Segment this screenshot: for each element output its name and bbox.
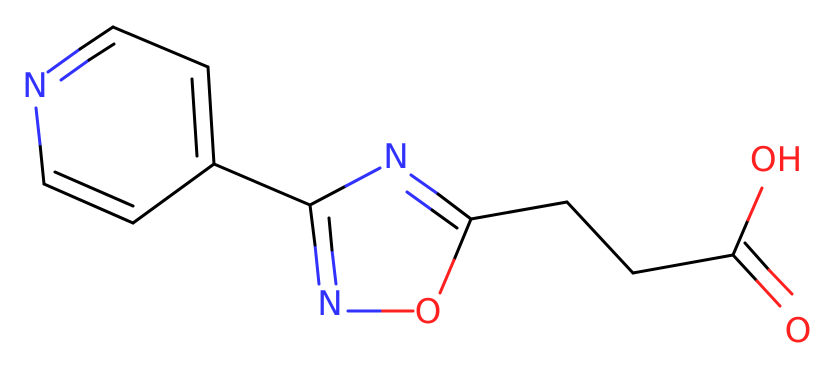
bond-oxd-n4-c5-inner-b (430, 208, 459, 230)
bond-cooh-co-inner (743, 241, 771, 272)
bond-pyr-c5-c6 (42, 182, 135, 225)
bond-pyr-c2-c3 (111, 25, 210, 69)
bond-oxd-n4-c5 (409, 173, 440, 196)
atom-label-carbonyl-o: O (785, 311, 812, 351)
bond-chain-2 (565, 200, 635, 275)
bond-oxd-n2-c3-inner (330, 248, 338, 286)
bond-oxd-c3-n4 (308, 184, 348, 207)
bond-pyr-c3-c4 (206, 65, 216, 166)
atom-label-pyridine-n: N (22, 66, 47, 106)
bond-pyr-c6-n-b (34, 106, 42, 146)
bond-pyr-c6-n (38, 142, 46, 186)
bond-pyr-n-c2-inner (59, 58, 91, 82)
atom-label-oxadiazole-o1: O (415, 292, 442, 332)
bond-pyr-n-c2-inner-b (87, 42, 116, 62)
bond-oxd-n2-c3 (313, 243, 321, 286)
bond-pyr-n-c2 (46, 47, 82, 74)
atom-label-hydroxyl: OH (750, 140, 802, 180)
bond-oxd-n4-c5-b (436, 192, 473, 221)
bond-pyr-oxd-link (212, 162, 312, 207)
bond-pyr-n-c2-b (78, 25, 115, 51)
pyridine-ring (34, 25, 216, 225)
bond-cooh-oh (731, 218, 750, 257)
atom-label-oxadiazole-n2: N (317, 284, 342, 324)
bond-oxd-n2-c3-b (308, 203, 317, 247)
bond-oxd-c5-o1 (452, 217, 473, 262)
oxadiazole-ring (308, 166, 473, 313)
propanoic-acid-chain (469, 186, 794, 308)
bond-chain-1 (469, 200, 569, 221)
bond-cooh-co-b (755, 279, 782, 308)
bond-chain-3 (631, 253, 735, 275)
bond-pyr-c5-c6-inner (53, 170, 135, 208)
atom-label-oxadiazole-n4: N (383, 137, 408, 177)
bond-oxd-c5-o1-b (438, 258, 456, 295)
bond-oxd-c3-n4-b (344, 166, 382, 188)
bond-oxd-n2-c3-inner-b (327, 216, 334, 252)
bond-cooh-co-inner-b (767, 268, 794, 296)
bond-oxd-n4-c5-inner (405, 190, 434, 212)
bond-pyr-c4-c5 (131, 162, 216, 225)
bond-cooh-co (731, 253, 759, 283)
bond-pyr-c3-c4-inner (190, 77, 199, 158)
bond-cooh-oh-b (746, 186, 764, 222)
